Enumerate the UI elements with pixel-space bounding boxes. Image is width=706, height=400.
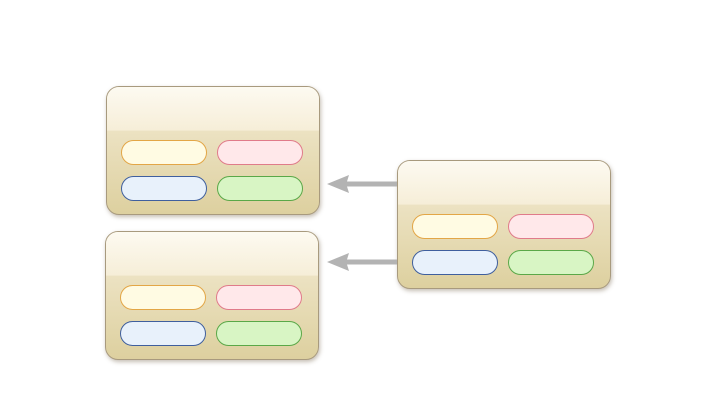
blue-pill: [120, 321, 206, 346]
card-header: [106, 232, 318, 275]
arrow-to-top-card-icon: [327, 175, 397, 193]
pink-pill: [508, 214, 594, 239]
pink-pill: [216, 285, 302, 310]
pink-pill: [217, 140, 303, 165]
yellow-pill: [412, 214, 498, 239]
card-right: [397, 160, 611, 289]
yellow-pill: [121, 140, 207, 165]
green-pill: [216, 321, 302, 346]
green-pill: [508, 250, 594, 275]
blue-pill: [412, 250, 498, 275]
arrow-to-bottom-card-icon: [327, 253, 397, 271]
card-top-left: [106, 86, 320, 215]
blue-pill: [121, 176, 207, 201]
card-header: [398, 161, 610, 204]
yellow-pill: [120, 285, 206, 310]
card-bottom-left: [105, 231, 319, 360]
green-pill: [217, 176, 303, 201]
card-header: [107, 87, 319, 130]
